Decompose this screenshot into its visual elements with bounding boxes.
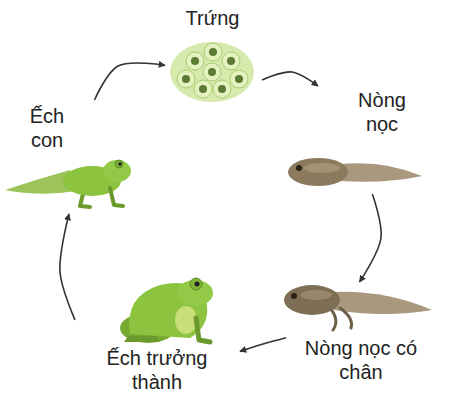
egg	[222, 52, 240, 70]
egg-shell	[177, 70, 195, 88]
stage-group: Nòng nọc có chân	[286, 282, 436, 398]
egg-shell	[230, 70, 248, 88]
tadpole-leg	[340, 308, 352, 328]
legged-tadpole-figure	[284, 285, 432, 330]
egg-embryo	[218, 85, 226, 93]
stage-label: Ếch trưởng thành	[87, 346, 227, 394]
tadpole-eye	[291, 293, 297, 299]
egg	[213, 80, 231, 98]
egg-shell	[186, 52, 204, 70]
frog-pupil	[195, 282, 200, 287]
frog-front-leg	[196, 318, 210, 342]
tadpole-highlight	[304, 163, 340, 173]
cycle-arrow	[360, 194, 382, 282]
frog-eye	[190, 278, 202, 290]
cycle-arrow	[240, 338, 286, 352]
egg	[230, 70, 248, 88]
froglet-pupil	[118, 162, 122, 166]
egg	[204, 43, 222, 61]
frog-belly	[175, 306, 197, 334]
egg-embryo	[191, 57, 199, 65]
stage-group: Ếch trưởng thành	[75, 272, 240, 398]
egg-shell	[222, 52, 240, 70]
tadpole-leg	[330, 308, 336, 330]
egg-shell	[213, 80, 231, 98]
egg-embryo	[208, 68, 216, 76]
stage-group: Nòng nọc	[288, 86, 424, 194]
tadpole-tail	[340, 163, 422, 182]
stage-label: Ếch con	[16, 104, 78, 152]
tadpole-body	[284, 285, 340, 315]
egg-embryo	[182, 75, 190, 83]
egg-jelly	[170, 42, 254, 102]
froglet-front-leg	[110, 188, 123, 206]
stage-group: Ếch con	[2, 100, 136, 214]
cycle-arrow	[60, 214, 75, 320]
tadpole-figure	[288, 158, 422, 186]
adult-frog-figure	[120, 278, 213, 343]
frog-hind-foot	[124, 336, 160, 342]
froglet-head	[103, 160, 131, 182]
egg	[177, 70, 195, 88]
tadpole-tail	[334, 292, 432, 314]
stage-group: Trứng	[165, 4, 262, 108]
tadpole-eye	[296, 165, 302, 171]
tadpole-body	[288, 158, 348, 186]
stage-label: Nòng nọc có chân	[301, 336, 421, 384]
stage-label: Trứng	[165, 6, 260, 30]
egg-embryo	[209, 48, 217, 56]
egg	[203, 63, 221, 81]
egg-embryo	[227, 57, 235, 65]
egg-shell	[204, 43, 222, 61]
froglet-figure	[5, 160, 131, 207]
stage-label: Nòng nọc	[346, 88, 418, 136]
egg	[194, 80, 212, 98]
cycle-arrow	[94, 63, 165, 100]
egg-cluster	[170, 42, 254, 102]
egg-shell	[194, 80, 212, 98]
cycle-arrow	[262, 72, 318, 86]
frog-head	[177, 280, 213, 306]
egg-embryo	[199, 85, 207, 93]
tadpole-highlight	[300, 290, 332, 300]
egg	[186, 52, 204, 70]
egg-embryo	[235, 75, 243, 83]
egg-shell	[203, 63, 221, 81]
froglet-eye	[115, 160, 123, 168]
